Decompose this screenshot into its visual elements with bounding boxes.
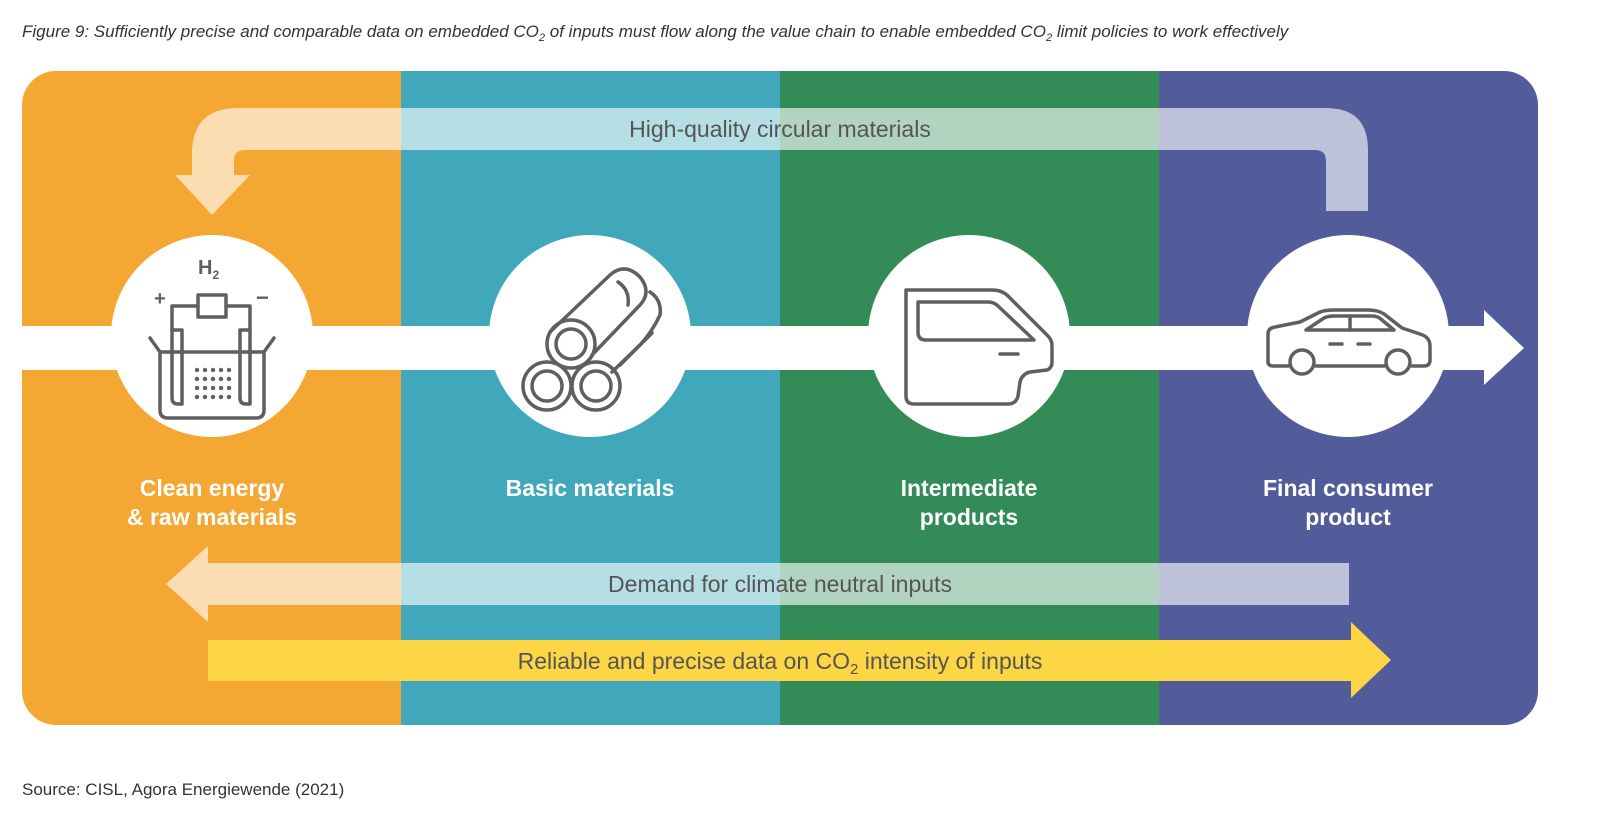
stage-label-line1: Basic materials [505, 475, 675, 501]
figure-caption: Figure 9: Sufficiently precise and compa… [22, 22, 1289, 44]
stage-icon-circle-2 [489, 235, 691, 437]
data-flow-label-subscript: 2 [850, 661, 859, 679]
circular-materials-arrow [175, 108, 1368, 215]
stage-icon-circle-3 [868, 235, 1070, 437]
data-flow-label-part2: intensity of inputs [858, 648, 1043, 674]
circular-materials-label: High-quality circular materials [629, 116, 931, 142]
source-note: Source: CISL, Agora Energiewende (2021) [22, 780, 345, 799]
caption-part3: limit policies to work effectively [1052, 22, 1289, 41]
demand-label: Demand for climate neutral inputs [608, 571, 952, 597]
demand-arrow [166, 546, 1349, 622]
stage-label-line2: product [1305, 504, 1391, 530]
stage-icon-circle-4 [1247, 235, 1449, 437]
data-flow-label: Reliable and precise data on CO2 intensi… [517, 648, 1043, 679]
icon-minus-sign: − [256, 285, 269, 310]
car-icon [1266, 308, 1432, 376]
icon-h2-label: H2 [198, 257, 219, 282]
hydrogen-electrolyser-icon: H2 + − [148, 257, 276, 420]
caption-part2: of inputs must flow along the value chai… [545, 22, 1046, 41]
stage-label-line1: Final consumer [1263, 475, 1433, 501]
car-door-icon [904, 288, 1054, 406]
stage-label-line2: products [919, 504, 1019, 530]
data-flow-label-part1: Reliable and precise data on CO [517, 648, 850, 674]
stage-label-basic-materials: Basic materials [440, 474, 740, 503]
value-chain-flow-arrow [22, 310, 1524, 385]
data-arrow [208, 622, 1391, 698]
stage-label-clean-energy: Clean energy & raw materials [62, 474, 362, 532]
stage-label-intermediate-products: Intermediate products [819, 474, 1119, 532]
caption-subscript-2: 2 [1045, 31, 1053, 44]
caption-subscript-1: 2 [538, 31, 546, 44]
icon-plus-sign: + [154, 288, 166, 310]
pipes-icon [521, 267, 663, 412]
stage-label-line2: & raw materials [126, 504, 298, 530]
icon-h2-letter: H [198, 257, 212, 279]
stage-label-final-consumer-product: Final consumer product [1198, 474, 1498, 532]
caption-part1: Figure 9: Sufficiently precise and compa… [22, 22, 539, 41]
icon-h2-subscript: 2 [212, 268, 219, 282]
stage-label-line1: Intermediate [900, 475, 1038, 501]
stage-label-line1: Clean energy [139, 475, 285, 501]
